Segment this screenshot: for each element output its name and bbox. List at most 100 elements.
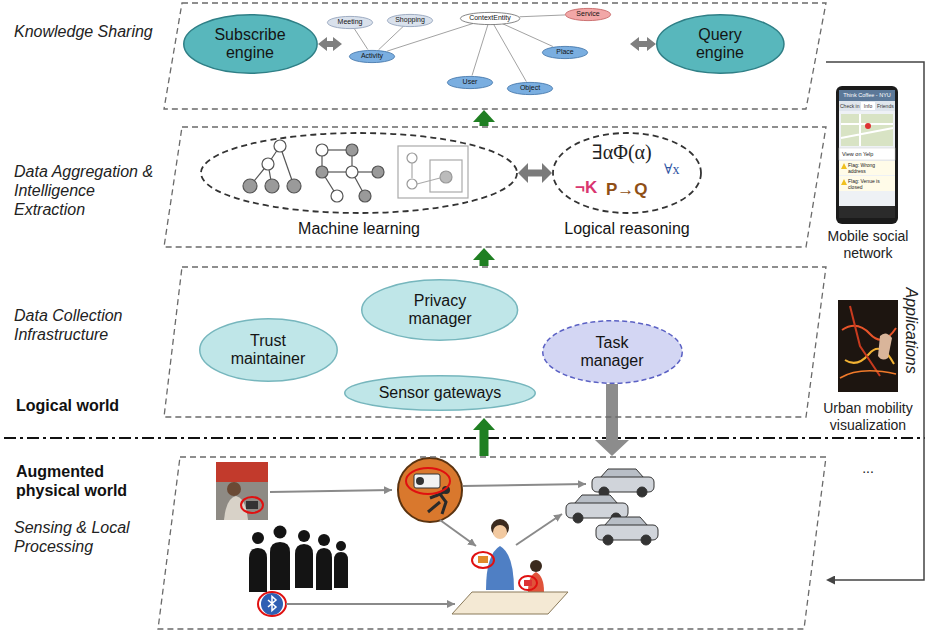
crowd-silhouettes (295, 544, 313, 588)
ontology-link (520, 15, 566, 17)
component-ellipse: Sensor gateways (344, 375, 536, 411)
band-outline (164, 3, 826, 109)
node-label: Trust maintainer (220, 332, 315, 369)
taxi-cars (603, 535, 613, 545)
graphical-model (346, 166, 358, 178)
node-label: Logical reasoning (564, 219, 689, 238)
taxi-cars (637, 487, 647, 497)
urban-visualization (840, 371, 896, 378)
ontology-link (472, 24, 488, 75)
phone-screenshot (839, 101, 895, 111)
phone-screenshot (865, 123, 871, 129)
logic-formula: ¬K (575, 178, 597, 198)
sensing-photo (241, 497, 263, 513)
node-label: ContextEntity (469, 14, 511, 22)
node-label: Object (520, 84, 540, 92)
logic-formula: ∀x (664, 162, 679, 179)
sensing-link (516, 514, 562, 545)
sensing-link (286, 603, 455, 605)
shop-clerk (493, 525, 507, 539)
screen-text: View on Yelp (842, 151, 873, 158)
shop-clerk (524, 580, 532, 586)
crowd-silhouettes (249, 548, 267, 592)
graphical-model (372, 166, 384, 178)
connector-arrow (528, 170, 542, 177)
exchange-arrow (318, 37, 656, 51)
graphical-model (430, 160, 462, 192)
component-ellipse: Subscribe engine (183, 14, 318, 74)
logic-formula: P→Q (606, 180, 648, 200)
shop-clerk (472, 552, 494, 568)
phone-screenshot (836, 86, 898, 224)
node-label: Query engine (676, 26, 764, 63)
ellipse-outline (327, 16, 372, 28)
graphical-model (331, 190, 343, 202)
logic-formula: ∃αΦ(α) (592, 140, 652, 164)
node-label: Activity (361, 52, 383, 60)
graphical-model (417, 178, 440, 184)
sensing-photo (227, 482, 241, 496)
app-caption: Mobile social network (818, 228, 918, 262)
crowd-silhouettes (249, 526, 348, 593)
graphical-model (407, 179, 417, 189)
component-ellipse: Trust maintainer (199, 318, 338, 382)
graphical-model (243, 179, 257, 193)
crowd-silhouettes (318, 534, 330, 546)
crowd-silhouettes (316, 548, 332, 590)
crowd-silhouettes (252, 532, 264, 544)
ontology-node: Shopping (387, 14, 433, 27)
ellipse-outline (387, 14, 432, 26)
node-label: Subscribe engine (204, 26, 296, 63)
ellipse-outline (345, 376, 536, 411)
graphical-model (316, 144, 328, 156)
method-ellipse: Machine learning (200, 132, 518, 242)
layer-band-outline (4, 456, 826, 630)
graphical-model (287, 179, 301, 193)
camera-sensor (414, 474, 440, 488)
graphical-model (262, 158, 274, 170)
ontology-link (354, 28, 368, 49)
band-outline (164, 267, 826, 417)
ellipse-outline (447, 76, 492, 88)
app-caption: Urban mobility visualization (818, 400, 918, 434)
connector-arrow (480, 260, 489, 266)
ellipse-outline (507, 82, 552, 94)
ontology-node: Service (565, 8, 611, 21)
sensing-photo (216, 462, 268, 520)
band-outline (164, 127, 826, 247)
phone-screenshot (841, 163, 847, 185)
ontology-node: Place (542, 46, 588, 59)
ontology-node: Activity (349, 50, 395, 63)
camera-sensor (406, 468, 450, 494)
urban-visualization (838, 300, 898, 392)
layer-band: Data Collection Infrastructure Privacy ma… (4, 266, 826, 418)
camera-sensor (416, 477, 424, 485)
bluetooth-sensor (268, 597, 276, 611)
bluetooth-sensor (258, 592, 286, 616)
taxi-cars (573, 513, 583, 523)
node-label: Service (576, 10, 599, 18)
crowd-silhouettes (298, 530, 310, 542)
graphical-model (316, 166, 328, 178)
node-label: Data Collection Infrastructure (14, 306, 162, 344)
ontology-node: User (447, 76, 493, 89)
screen-text: Check in (840, 103, 859, 109)
ellipse-outline (460, 12, 519, 24)
screen-text: Flag: Wrong address (848, 162, 894, 174)
node-label: Privacy manager (386, 292, 494, 329)
shop-clerk (478, 556, 488, 563)
graphical-model (265, 179, 279, 193)
phone-screenshot (839, 206, 895, 218)
ellipse-outline (199, 319, 336, 382)
urban-visualization (838, 300, 898, 392)
phone-screenshot (839, 176, 895, 191)
node-label: Place (556, 48, 574, 56)
side-label: Applications (901, 286, 920, 376)
ontology-link (494, 24, 527, 81)
shop-clerk (519, 576, 537, 590)
region-label: Augmented physical world (16, 462, 151, 500)
bluetooth-sensor (261, 593, 283, 615)
world-divider (4, 438, 925, 439)
phone-screenshot (839, 161, 895, 175)
ontology-node: ContextEntity (460, 12, 520, 25)
